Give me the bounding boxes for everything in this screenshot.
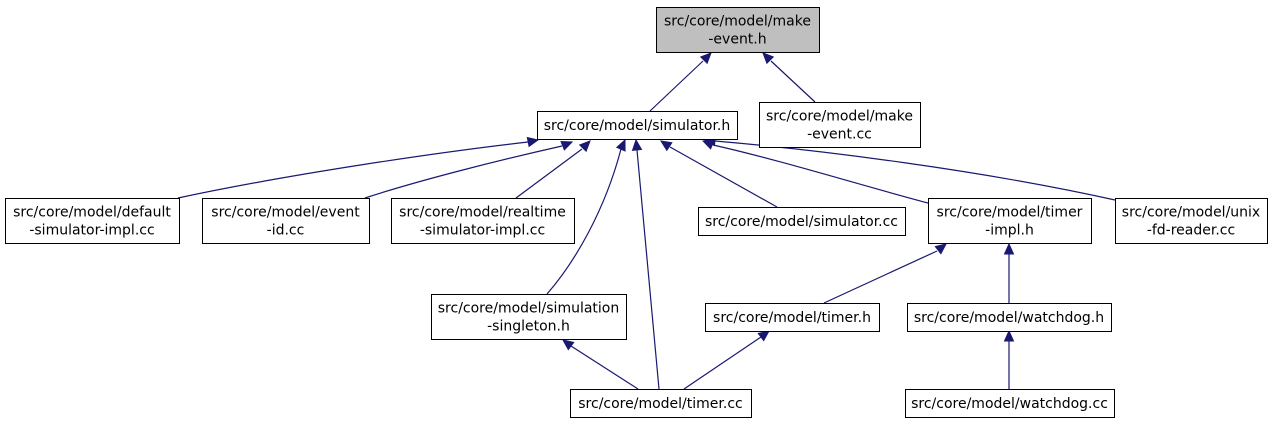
edge-simulator-h-to-make-event-h (649, 52, 712, 112)
node-box (656, 7, 820, 53)
edges-layer (177, 52, 1116, 390)
node-box (202, 198, 370, 244)
node-label: src/core/model/simulation (438, 301, 620, 317)
edge-realtime-simulator-impl-cc-to-simulator-h (515, 140, 591, 199)
node-make-event-h[interactable]: src/core/model/make -event.h (656, 7, 820, 53)
nodes-layer: src/core/model/make-event.hsrc/core/mode… (5, 7, 1268, 418)
node-label: -event.h (708, 32, 766, 48)
edge-line (570, 345, 639, 390)
arrow-head-icon (699, 52, 712, 65)
edge-watchdog-h-to-timer-impl-h (1003, 242, 1015, 303)
edge-event-id-cc-to-simulator-h (364, 141, 574, 199)
node-label: src/core/model/realtime (399, 205, 566, 221)
node-box (907, 303, 1112, 332)
edge-line (649, 60, 704, 112)
node-box (698, 207, 906, 236)
arrow-head-icon (1003, 242, 1015, 255)
node-label: src/core/model/simulator.h (544, 118, 731, 134)
arrow-head-icon (615, 138, 626, 152)
edge-make-event-cc-to-make-event-h (762, 52, 816, 103)
arrow-head-icon (526, 136, 540, 148)
node-timer-h[interactable]: src/core/model/timer.h (705, 303, 880, 332)
arrow-head-icon (762, 52, 775, 65)
node-label: -impl.h (985, 223, 1034, 239)
edge-watchdog-cc-to-watchdog-h (1003, 329, 1015, 389)
edge-line (683, 336, 762, 390)
edge-line (823, 250, 938, 304)
node-label: -id.cc (267, 223, 305, 239)
node-make-event-cc[interactable]: src/core/model/make -event.cc (759, 102, 921, 148)
node-simulation-singleton-h[interactable]: src/core/model/simulation -singleton.h (431, 294, 627, 340)
node-event-id-cc[interactable]: src/core/model/event -id.cc (202, 198, 370, 244)
edge-line (515, 148, 583, 199)
node-watchdog-cc[interactable]: src/core/model/watchdog.cc (905, 389, 1115, 418)
edge-line (712, 144, 929, 204)
node-realtime-simulator-impl-cc[interactable]: src/core/model/realtime -simulator-impl.c… (391, 198, 575, 244)
node-box (391, 198, 575, 244)
node-box (905, 389, 1115, 418)
node-box (759, 102, 921, 148)
node-label: src/core/model/timer (937, 205, 1083, 221)
node-timer-cc[interactable]: src/core/model/timer.cc (570, 389, 752, 418)
node-label: -event.cc (807, 127, 872, 143)
arrow-head-icon (1003, 329, 1015, 342)
node-label: src/core/model/simulator.cc (705, 214, 898, 230)
node-label: src/core/model/watchdog.cc (911, 396, 1108, 412)
node-label: src/core/model/make (766, 109, 913, 125)
node-simulator-h[interactable]: src/core/model/simulator.h (537, 111, 738, 140)
arrow-head-icon (631, 138, 643, 151)
node-label: src/core/model/make (664, 14, 811, 30)
arrow-head-icon (578, 140, 591, 153)
node-label: src/core/model/event (211, 205, 360, 221)
edge-line (714, 140, 1116, 201)
node-box (537, 111, 738, 140)
edge-line (546, 148, 622, 295)
node-box (928, 198, 1092, 244)
arrow-head-icon (562, 339, 575, 351)
edge-line (669, 146, 778, 208)
arrow-head-icon (757, 330, 770, 342)
edge-line (636, 149, 660, 390)
edge-simulator-cc-to-simulator-h (659, 140, 778, 208)
node-label: -fd-reader.cc (1147, 223, 1235, 239)
arrow-head-icon (934, 243, 947, 255)
node-box (1115, 198, 1268, 244)
node-label: -simulator-impl.cc (420, 223, 545, 239)
node-label: -singleton.h (487, 319, 570, 335)
edge-line (177, 141, 529, 199)
node-label: src/core/model/watchdog.h (914, 310, 1104, 326)
edge-timer-cc-to-simulator-h (631, 138, 660, 390)
edge-default-simulator-impl-cc-to-simulator-h (177, 136, 540, 199)
node-box (5, 198, 180, 244)
node-label: -simulator-impl.cc (29, 223, 154, 239)
node-box (705, 303, 880, 332)
node-watchdog-h[interactable]: src/core/model/watchdog.h (907, 303, 1112, 332)
edge-simulation-singleton-h-to-simulator-h (546, 138, 626, 295)
edge-line (364, 145, 563, 199)
edge-timer-h-to-timer-impl-h (823, 243, 947, 304)
node-label: src/core/model/default (13, 205, 171, 221)
node-label: src/core/model/timer.h (713, 310, 871, 326)
node-timer-impl-h[interactable]: src/core/model/timer -impl.h (928, 198, 1092, 244)
arrow-head-icon (560, 141, 574, 151)
edge-line (770, 60, 816, 103)
node-box (431, 294, 627, 340)
arrow-head-icon (659, 140, 673, 152)
edge-timer-impl-h-to-simulator-h (701, 140, 929, 204)
node-label: src/core/model/unix (1122, 205, 1260, 221)
edge-timer-cc-to-timer-h (683, 330, 770, 390)
node-box (570, 389, 752, 418)
edge-timer-cc-to-simulation-singleton-h (562, 339, 639, 390)
node-simulator-cc[interactable]: src/core/model/simulator.cc (698, 207, 906, 236)
node-unix-fd-reader-cc[interactable]: src/core/model/unix -fd-reader.cc (1115, 198, 1268, 244)
node-default-simulator-impl-cc[interactable]: src/core/model/default -simulator-impl.cc (5, 198, 180, 244)
node-label: src/core/model/timer.cc (578, 396, 742, 412)
